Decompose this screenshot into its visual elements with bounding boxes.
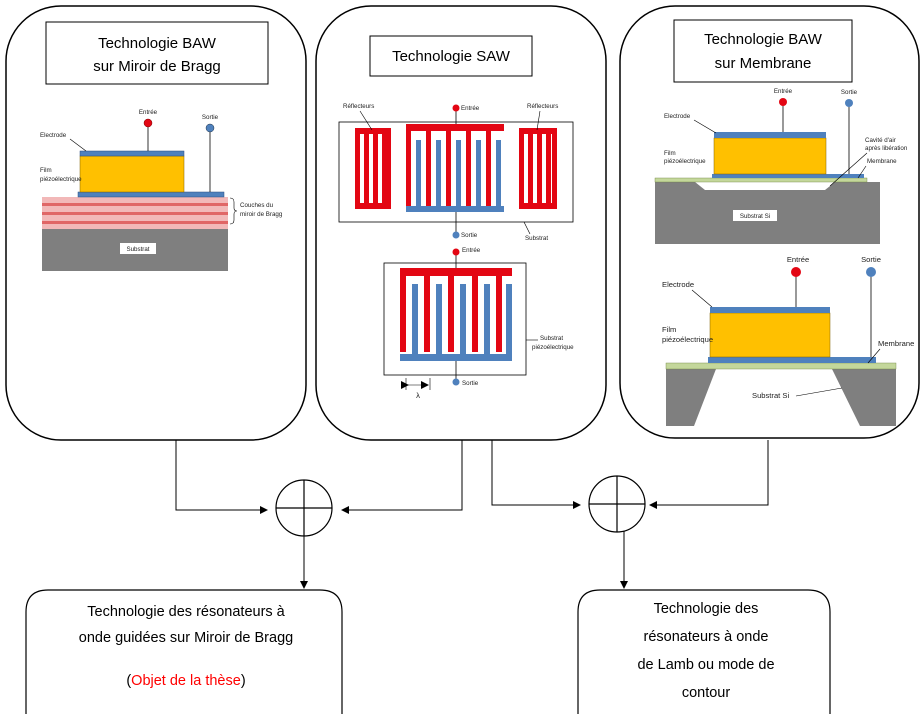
output-lamb-line4: contour xyxy=(682,685,731,701)
saw-label-reflecteurs-left: Réflecteurs xyxy=(343,103,374,110)
bragg-label-film-2: piézoélectrique xyxy=(40,176,82,183)
membrane-bottom-film xyxy=(709,312,831,358)
bragg-label-substrat: Substrat xyxy=(126,246,149,253)
saw-top-input-terminal xyxy=(452,104,460,112)
panel-baw-bragg-title-line2: sur Miroir de Bragg xyxy=(93,58,221,75)
membrane-bottom-bottom-electrode xyxy=(708,357,876,363)
bragg-bottom-electrode xyxy=(77,191,225,198)
saw-idt-top xyxy=(406,124,504,212)
summing-junction-left xyxy=(275,479,333,537)
bragg-label-couches-1: Couches du xyxy=(240,202,274,209)
saw-bottom-output-terminal xyxy=(452,378,460,386)
panel-baw-membrane-title-line1: Technologie BAW xyxy=(704,31,823,48)
bragg-layer-2 xyxy=(42,203,228,206)
panel-baw-membrane: Technologie BAW sur Membrane Entrée Sort… xyxy=(619,5,920,439)
membrane-top-label-film-1: Film xyxy=(664,150,676,157)
membrane-bottom-label-film-2: piézoélectrique xyxy=(662,335,713,344)
membrane-top-label-entree: Entrée xyxy=(774,88,793,95)
saw-label-lambda: λ xyxy=(416,391,420,400)
output-bragg-line1: Technologie des résonateurs à xyxy=(87,604,285,620)
membrane-bottom-label-substrat: Substrat Si xyxy=(752,391,789,400)
bragg-label-electrode: Electrode xyxy=(40,132,67,139)
output-lamb-line2: résonateurs à onde xyxy=(644,629,769,645)
bragg-layer-1 xyxy=(42,197,228,203)
output-lamb-line3: de Lamb ou mode de xyxy=(637,657,774,673)
bragg-label-entree: Entrée xyxy=(139,109,158,116)
summing-junction-right xyxy=(588,475,646,533)
saw-label-substrat-piezo-2: piézoélectrique xyxy=(532,344,574,351)
saw-bottom-input-terminal xyxy=(452,248,460,256)
saw-bottom-label-entree: Entrée xyxy=(462,247,481,254)
panel-saw-title: Technologie SAW xyxy=(392,48,511,65)
saw-top-output-terminal xyxy=(452,231,460,239)
saw-top-label-sortie: Sortie xyxy=(461,232,478,239)
output-lamb-line1: Technologie des xyxy=(654,601,759,617)
saw-bottom-label-sortie: Sortie xyxy=(462,380,479,387)
bragg-top-electrode xyxy=(79,150,185,157)
bragg-layer-7 xyxy=(42,224,228,229)
membrane-bottom-label-entree: Entrée xyxy=(787,255,809,264)
membrane-top-label-film-2: piézoélectrique xyxy=(664,158,706,165)
bragg-layer-3 xyxy=(42,206,228,212)
membrane-top-label-electrode: Electrode xyxy=(664,113,691,120)
panel-baw-membrane-title-box xyxy=(673,19,853,83)
membrane-bottom-top-electrode xyxy=(710,307,830,313)
panel-baw-bragg: Technologie BAW sur Miroir de Bragg Entr… xyxy=(5,5,307,441)
bragg-layer-6 xyxy=(42,221,228,224)
panel-saw: Technologie SAW xyxy=(315,5,607,441)
panel-baw-membrane-title-line2: sur Membrane xyxy=(715,55,812,72)
saw-idt-bottom xyxy=(400,268,512,361)
bragg-film xyxy=(79,155,185,193)
connectors xyxy=(175,440,769,589)
membrane-top-label-cavite-1: Cavité d'air xyxy=(865,137,896,144)
membrane-bottom-output-terminal xyxy=(866,267,876,277)
output-bragg-line2: onde guidées sur Miroir de Bragg xyxy=(79,630,293,646)
membrane-top-label-cavite-2: après libération xyxy=(865,145,908,152)
membrane-top-label-substrat: Substrat Si xyxy=(740,213,770,220)
bragg-layer-5 xyxy=(42,215,228,221)
panel-baw-bragg-title-line1: Technologie BAW xyxy=(98,35,217,52)
saw-reflector-left xyxy=(355,128,391,209)
bragg-label-film-1: Film xyxy=(40,167,52,174)
membrane-top-bottom-electrode xyxy=(712,174,864,178)
membrane-bottom-label-film-1: Film xyxy=(662,325,676,334)
bragg-output-terminal xyxy=(205,123,215,133)
saw-label-substrat: Substrat xyxy=(525,235,548,242)
output-box-bragg: Technologie des résonateurs à onde guidé… xyxy=(25,589,343,714)
bragg-label-sortie: Sortie xyxy=(202,114,219,121)
membrane-top-label-membrane: Membrane xyxy=(867,158,897,165)
membrane-top-input-terminal xyxy=(779,98,787,106)
membrane-bottom-label-electrode: Electrode xyxy=(662,280,694,289)
panel-saw-title-box xyxy=(369,35,533,77)
bragg-layer-4 xyxy=(42,212,228,215)
membrane-top-top-electrode xyxy=(714,132,826,138)
membrane-bottom-membrane xyxy=(665,362,897,370)
membrane-top-output-terminal xyxy=(845,99,853,107)
bragg-input-terminal xyxy=(143,118,153,128)
saw-label-reflecteurs-right: Réflecteurs xyxy=(527,103,558,110)
membrane-top-label-sortie: Sortie xyxy=(841,89,858,96)
membrane-top-film xyxy=(713,137,827,175)
panel-baw-bragg-title-box xyxy=(45,21,269,85)
membrane-bottom-label-sortie: Sortie xyxy=(861,255,881,264)
output-bragg-note: (Objet de la thèse) xyxy=(126,673,245,689)
membrane-bottom-substrate xyxy=(666,369,896,426)
saw-reflector-right xyxy=(519,128,557,209)
saw-label-substrat-piezo-1: Substrat xyxy=(540,335,563,342)
bragg-label-couches-2: miroir de Bragg xyxy=(240,211,283,218)
membrane-bottom-input-terminal xyxy=(791,267,801,277)
membrane-bottom-label-membrane: Membrane xyxy=(878,339,914,348)
output-box-lamb: Technologie des résonateurs à onde de La… xyxy=(577,589,831,714)
saw-top-label-entree: Entrée xyxy=(461,105,480,112)
